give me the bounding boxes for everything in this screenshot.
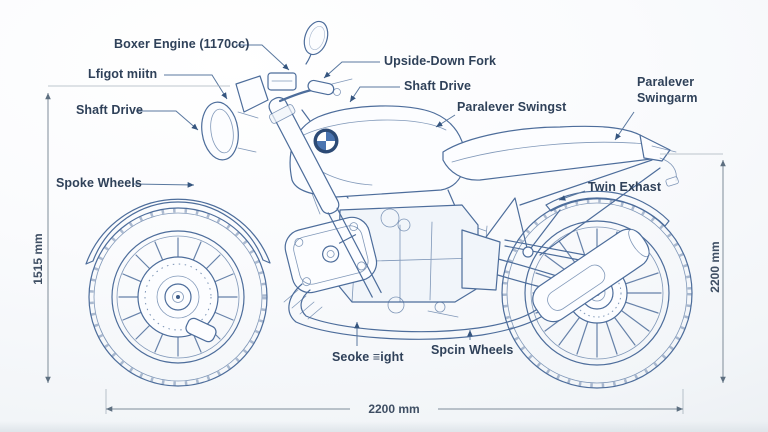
subframe-tubes — [519, 159, 661, 256]
seat-seam — [451, 141, 647, 163]
label-upside-down-fork: Upside-Down Fork — [384, 54, 497, 68]
header-pipe-outer — [288, 283, 545, 340]
rear-tire-outline — [501, 197, 693, 389]
front-axle-ring — [172, 291, 184, 303]
spark-plug-cap — [322, 245, 340, 263]
triple-clamp — [268, 104, 296, 124]
front-fork — [268, 96, 382, 298]
bmw-roundel-icon — [313, 128, 339, 154]
label-spin-wheels: Spcin Wheels — [431, 343, 514, 357]
front-tire-outline — [88, 207, 268, 387]
footpeg — [427, 310, 459, 318]
header-pipe-inner — [300, 289, 537, 333]
label-paralever-swingst: Paralever Swingst — [457, 100, 567, 114]
brake-disc-holes — [144, 263, 212, 331]
headlight-bracket — [237, 111, 259, 153]
label-light-mitn: Lfigot miitn — [88, 67, 158, 81]
mirror — [303, 20, 329, 56]
spark-plug — [326, 250, 335, 258]
rear-rim-inner — [530, 226, 664, 360]
handlebar — [278, 88, 314, 103]
front-wheel — [88, 207, 268, 387]
label-spoke-wheels: Spoke Wheels — [56, 176, 142, 190]
front-axle — [176, 295, 180, 299]
muffler-shield — [547, 264, 606, 311]
flyscreen — [235, 75, 269, 113]
leader-lines — [132, 44, 635, 346]
rear-rim-outer — [524, 220, 670, 366]
fork-upper-tube — [268, 96, 340, 215]
cover-bolt — [349, 222, 359, 232]
rear-hub-bolt-ring — [572, 268, 622, 318]
label-boxer-engine: Boxer Engine (1170cc) — [114, 37, 250, 51]
taillight — [665, 176, 679, 187]
muffler-endcap — [628, 228, 650, 258]
label-paralever-swingarm: Paralever Swingarm — [637, 75, 698, 105]
gearbox — [461, 229, 501, 291]
front-fender — [85, 198, 271, 265]
oil-plug — [387, 296, 405, 314]
rear-tire-inner-line — [506, 202, 688, 384]
dimension-text-height-right: 2200 mm — [708, 241, 722, 293]
cover-bolt — [357, 261, 366, 271]
label-twin-exhaust: Twin Exhast — [588, 180, 662, 194]
label-shaft-drive-left: Shaft Drive — [76, 103, 144, 117]
front-end — [201, 20, 382, 298]
instrument-cluster — [267, 72, 297, 91]
leader-spoke-wheels — [132, 182, 195, 188]
leader-light-mitn — [164, 74, 228, 100]
cylinder-fins — [283, 289, 323, 320]
leader-shaft-drive-mid — [349, 86, 400, 103]
mirror-glass — [309, 26, 325, 50]
seat — [442, 125, 660, 181]
ground-shading — [0, 421, 768, 432]
leader-upside-down-fork — [323, 61, 380, 79]
fork-lower-tube — [327, 207, 382, 298]
muffler — [532, 228, 650, 323]
leader-twin-exhaust — [558, 190, 586, 201]
front-tire-tread — [89, 208, 267, 386]
front-rim-inner — [116, 235, 240, 359]
dimension-lines — [45, 85, 726, 414]
engine — [283, 204, 501, 320]
fenders — [85, 190, 670, 265]
roundel-inner-ring — [316, 131, 336, 151]
exhaust — [288, 228, 650, 340]
rear-tire-tread — [502, 198, 692, 388]
brake-caliper — [185, 317, 217, 343]
roundel-quadrant — [316, 141, 326, 151]
throttle-body — [380, 208, 400, 228]
throttle-grip — [307, 79, 335, 96]
leader-boxer-engine — [236, 44, 290, 71]
rear-fender — [545, 190, 670, 227]
disc-carrier — [156, 275, 200, 319]
footpeg-mount — [434, 301, 446, 313]
label-seoke-eight: Seoke ≡ight — [332, 350, 404, 364]
roundel-quadrant — [326, 131, 336, 141]
bar-end — [333, 88, 341, 96]
dimension-text-length-bottom: 2200 mm — [368, 402, 420, 416]
leader-paralever-swingst — [435, 114, 456, 128]
cover-bolt — [294, 237, 304, 247]
leader-shaft-drive-left — [136, 110, 199, 131]
brake-lever — [331, 78, 353, 85]
front-rim-outer — [111, 230, 245, 364]
dimension-text-height-left: 1515 mm — [31, 233, 45, 285]
front-tire-inner-line — [93, 212, 263, 382]
cover-bolt — [302, 277, 312, 287]
paralever-torque-arm — [504, 239, 586, 262]
bodywork — [289, 105, 679, 198]
frame-joint — [522, 246, 534, 258]
intake-detail — [397, 218, 411, 232]
headlight-lens — [210, 108, 234, 154]
leader-paralever-swingarm — [614, 111, 635, 141]
tail-cowl — [639, 134, 671, 162]
valve-cover-inner — [293, 225, 369, 285]
label-shaft-drive-mid: Shaft Drive — [404, 79, 472, 93]
